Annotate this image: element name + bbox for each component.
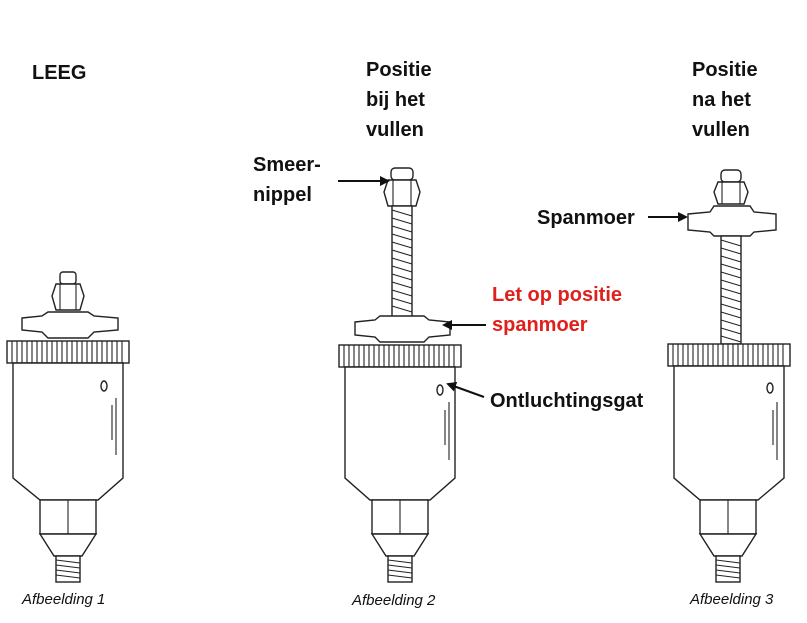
title-fill-line-3: vullen (366, 119, 424, 141)
arrow-vent-hole (446, 382, 485, 398)
label-nipple-line-2: nippel (253, 184, 312, 206)
title-after-line-2: na het (692, 89, 751, 111)
caption-figure-1: Afbeelding 1 (22, 591, 106, 608)
title-fill-line-2: bij het (366, 89, 425, 111)
label-vent-text: Ontluchtingsgat (490, 390, 644, 412)
title-fill-line-1: Positie (366, 59, 432, 81)
title-empty: LEEG (32, 58, 86, 88)
knurl-lines-1 (11, 341, 123, 363)
caption-figure-3: Afbeelding 3 (690, 591, 774, 608)
title-after-line-1: Positie (692, 59, 758, 81)
label-nipple-line-1: Smeer- (253, 154, 321, 176)
title-fill-position: Positie bij het vullen (366, 55, 432, 145)
title-empty-text: LEEG (32, 62, 87, 84)
label-attention-nut-position: Let op positie spanmoer (492, 280, 622, 340)
label-attention-line-2: spanmoer (492, 314, 588, 336)
lubricator-figure-3 (667, 169, 791, 583)
label-grease-nipple: Smeer- nippel (253, 150, 321, 210)
lubricator-figure-2 (338, 167, 462, 583)
caption-figure-2: Afbeelding 2 (352, 592, 436, 609)
label-attention-line-1: Let op positie (492, 284, 622, 306)
title-after-line-3: vullen (692, 119, 750, 141)
lubricator-figure-1 (6, 271, 130, 583)
label-nut-text: Spanmoer (537, 207, 635, 229)
title-after-position: Positie na het vullen (692, 55, 758, 145)
label-tension-nut: Spanmoer (537, 203, 635, 233)
label-vent-hole: Ontluchtingsgat (490, 386, 643, 416)
